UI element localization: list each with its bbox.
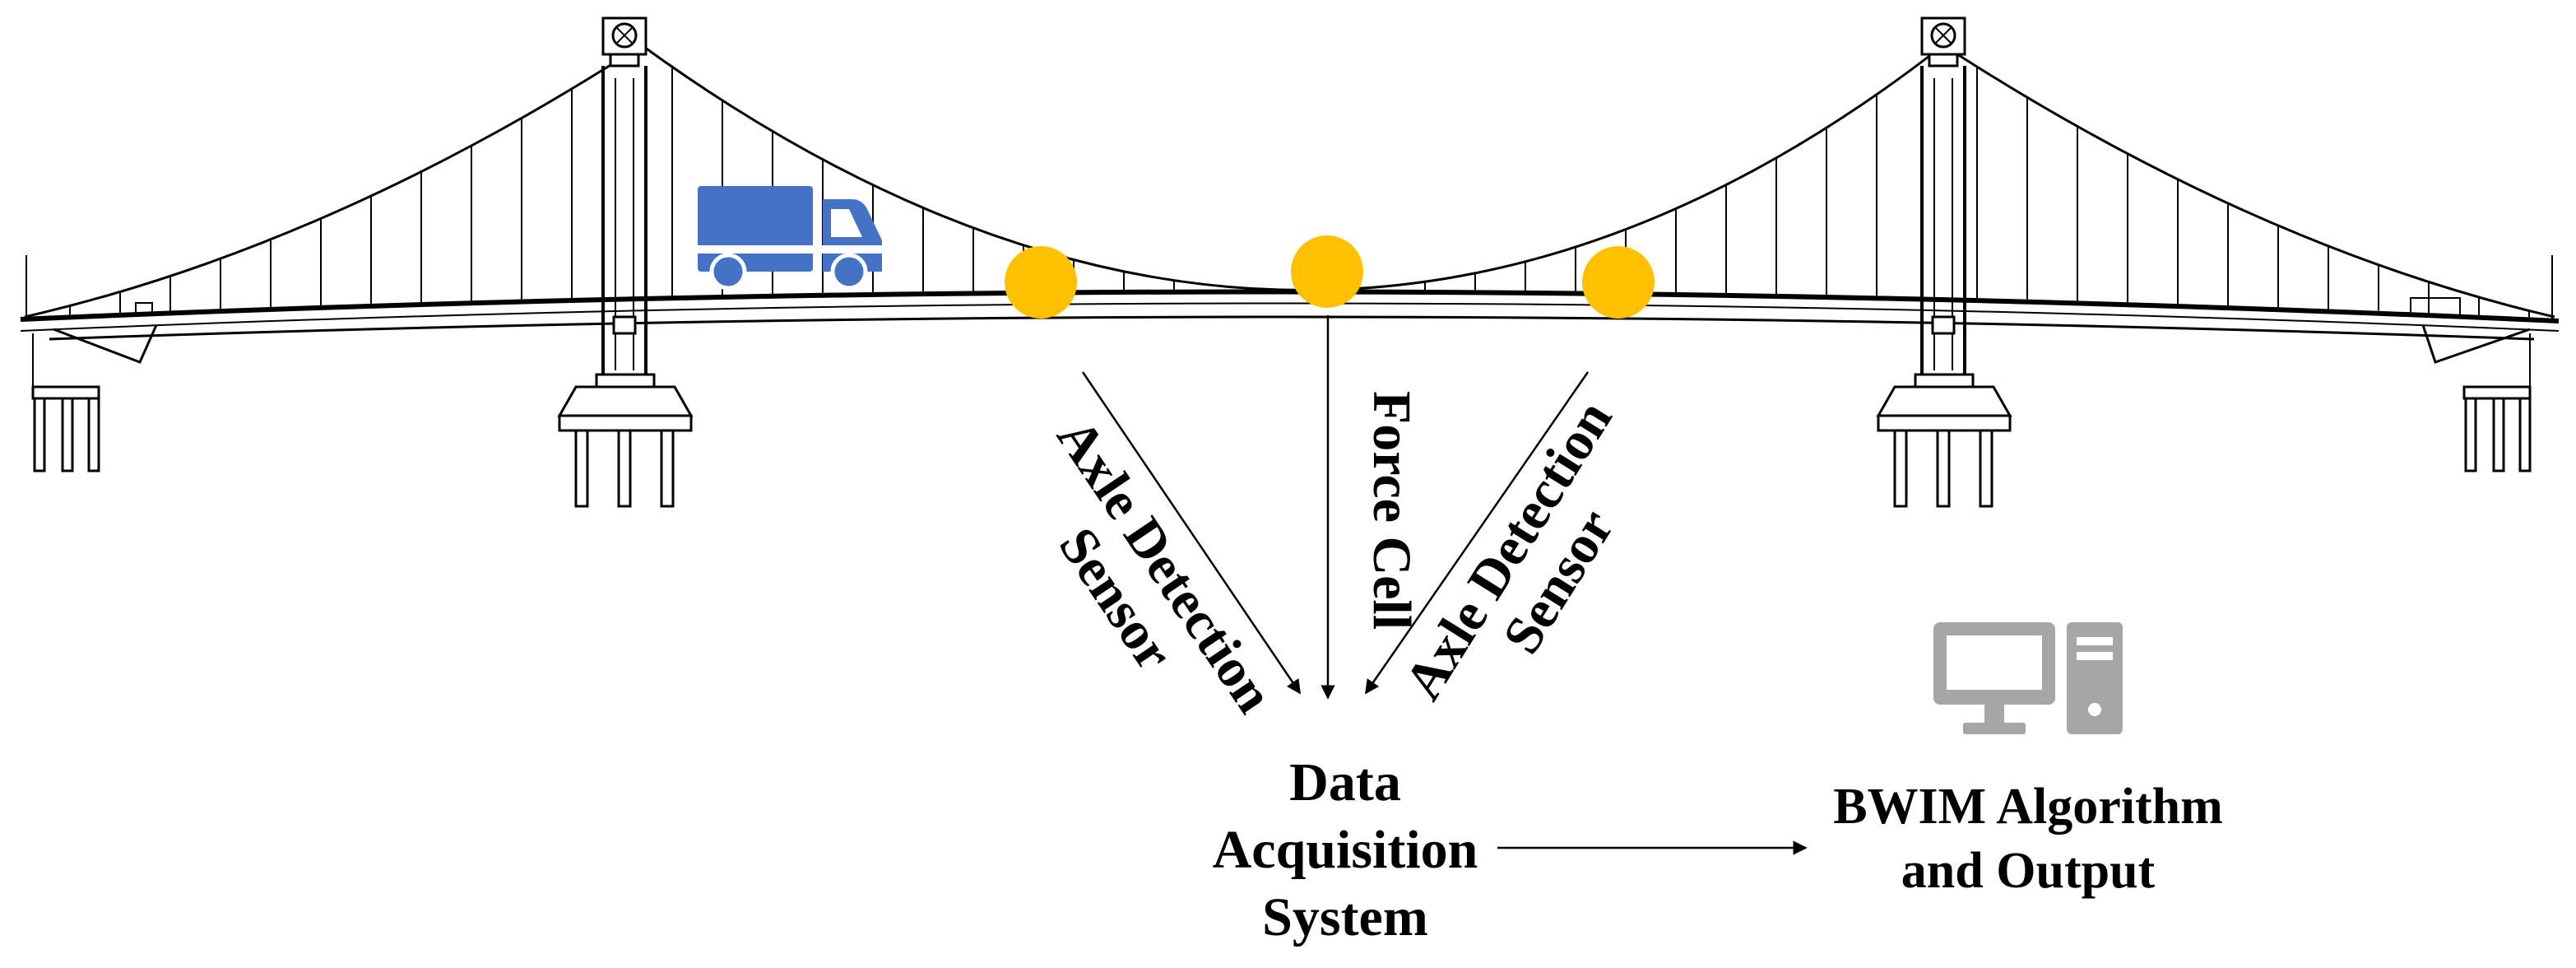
svg-text:System: System (1262, 887, 1428, 947)
svg-text:Data: Data (1289, 752, 1401, 812)
abutment-right (2462, 333, 2532, 472)
tower-right (1876, 16, 2012, 508)
svg-text:Acquisition: Acquisition (1213, 820, 1478, 880)
bwim-output-label: BWIM Algorithm and Output (1833, 779, 2223, 899)
arrow-axle-left (1081, 371, 1302, 695)
svg-text:BWIM Algorithm: BWIM Algorithm (1833, 779, 2223, 835)
truck-icon (695, 186, 884, 291)
tower-left (557, 16, 694, 508)
arrow-axle-right (1364, 371, 1590, 695)
data-acquisition-system-label: Data Acquisition System (1213, 752, 1478, 947)
bridge-deck (20, 255, 2560, 364)
axle-sensor-right-label: Axle Detection Sensor (1393, 390, 1626, 710)
axle-sensor-left-dot (1005, 246, 1077, 319)
suspension-bridge (20, 16, 2560, 508)
axle-sensor-right-dot (1582, 246, 1655, 319)
main-cable (24, 44, 2555, 319)
force-cell-dot (1291, 235, 1363, 308)
svg-text:and Output: and Output (1901, 843, 2156, 899)
abutment-left (31, 333, 100, 472)
sensors (1005, 235, 1655, 319)
computer-icon (1933, 622, 2123, 734)
force-cell-label: Force Cell (1362, 391, 1422, 630)
signal-arrows (1081, 315, 1808, 855)
svg-text:Force Cell: Force Cell (1362, 391, 1422, 630)
axle-sensor-left-label: Axle Detection Sensor (1046, 408, 1285, 724)
